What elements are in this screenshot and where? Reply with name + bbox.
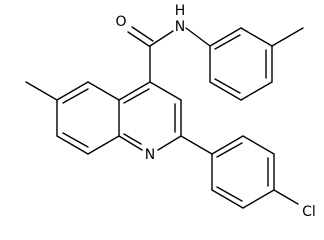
atom-labels: O H N N Cl	[115, 3, 315, 220]
tolyl-bond-5	[209, 81, 242, 101]
chlorophenyl-ring	[180, 135, 299, 209]
bond-c4a-c5	[87, 81, 120, 101]
oxygen-label: O	[115, 14, 126, 30]
bond-c2-aryl	[180, 135, 213, 155]
chemical-structure-diagram: O H N N Cl	[25, 3, 316, 220]
bond-c4a-c4	[118, 81, 151, 101]
aryl-bond-1-inner	[216, 142, 243, 158]
bond-c5-c6	[56, 81, 89, 101]
aryl-chlorine-bond	[273, 189, 299, 205]
tolyl-bond-1-inner	[214, 34, 241, 50]
bond-c6-methyl	[25, 81, 58, 101]
chlorine-label: Cl	[302, 204, 316, 220]
tolyl-bond-5-inner	[214, 78, 241, 94]
aryl-bond-1	[211, 135, 244, 155]
amide-hydrogen-label: H	[175, 3, 186, 19]
aryl-bond-5	[211, 189, 244, 209]
bond-c7-c8	[56, 135, 89, 155]
aryl-bond-2	[242, 135, 275, 155]
tolyl-bond-2	[240, 27, 273, 47]
amide-group	[127, 26, 211, 83]
aryl-bond-4	[242, 189, 275, 209]
bond-c5-c6-inner	[62, 88, 89, 104]
bond-n1-c8a-a	[118, 135, 143, 151]
amide-nitrogen-label: N	[175, 19, 185, 35]
quinoline-pyridine-ring	[118, 81, 182, 151]
bond-c8-c8a	[87, 135, 120, 155]
bond-c4-c3	[149, 81, 182, 101]
bond-c4a-c4-inner	[123, 88, 150, 104]
aryl-bond-5-inner	[216, 186, 243, 202]
tolyl-methyl-bond	[271, 27, 304, 47]
bond-c2-n1	[157, 135, 182, 151]
bond-c7-c8-inner	[62, 132, 89, 148]
bond-n1-c8a-b	[123, 133, 142, 145]
quinoline-benzo-ring	[25, 81, 120, 155]
tolyl-bond-4	[240, 81, 273, 101]
bond-carbonyl-nitrogen	[149, 30, 174, 47]
tolyl-bond-1	[209, 27, 242, 47]
m-tolyl-ring	[209, 27, 304, 101]
bond-carbonyl-oxygen-double-b	[131, 26, 154, 42]
bond-carbonyl-oxygen-double-a	[127, 31, 150, 47]
ring-nitrogen-label: N	[145, 147, 155, 163]
bond-nitrogen-tolyl	[185, 27, 211, 47]
